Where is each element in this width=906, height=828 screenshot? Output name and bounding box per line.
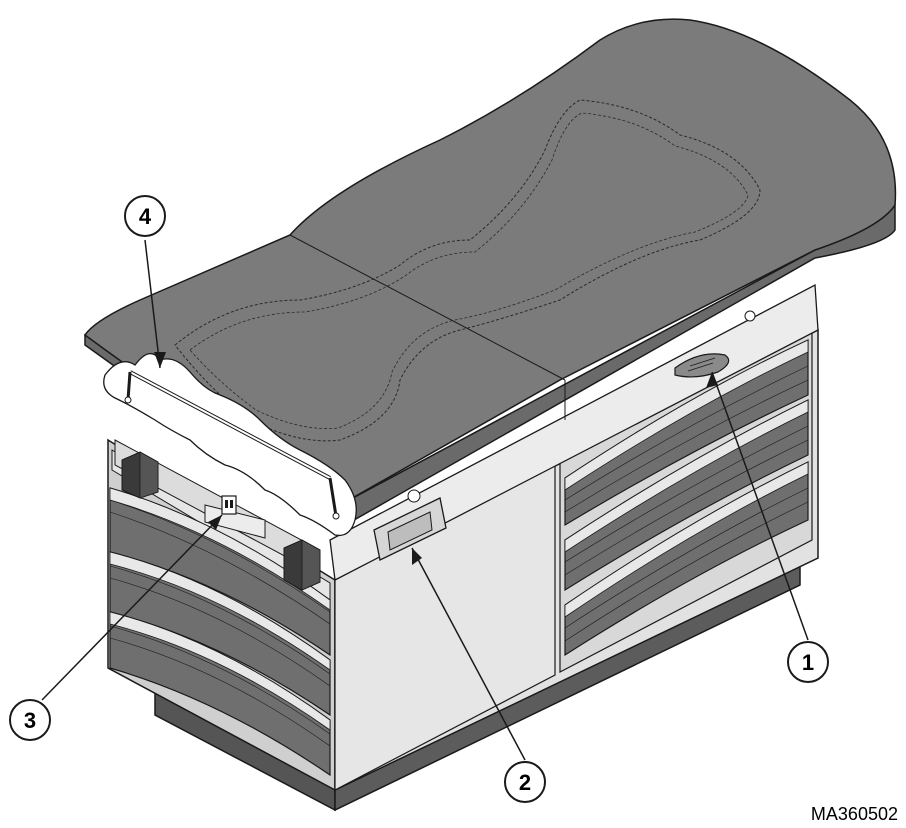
side-drawer-3 xyxy=(564,461,809,657)
side-drawer-2 xyxy=(564,399,809,592)
callout-2: 2 xyxy=(504,761,546,803)
callout-3: 3 xyxy=(9,699,51,741)
end-drawer-3 xyxy=(109,611,331,777)
control-box xyxy=(373,497,447,561)
leader-arrowheads xyxy=(154,352,718,565)
end-drawer-2 xyxy=(109,551,331,717)
power-outlet xyxy=(221,495,237,515)
leader-line-4 xyxy=(144,239,161,369)
leader-line-3 xyxy=(41,514,223,701)
figure-code: MA360502 xyxy=(811,804,898,824)
callout-3-label: 3 xyxy=(24,708,36,733)
cutaway-view xyxy=(103,353,357,537)
callout-1: 1 xyxy=(787,641,829,683)
hinge-right xyxy=(283,539,321,591)
leader-lines xyxy=(41,239,809,761)
callout-1-label: 1 xyxy=(802,650,814,675)
hinge-left xyxy=(121,451,159,499)
callout-4: 4 xyxy=(124,195,166,237)
side-drawer-1 xyxy=(564,339,809,527)
release-handle xyxy=(674,353,730,378)
callout-4-label: 4 xyxy=(139,204,152,229)
side-cabinet xyxy=(334,328,819,792)
callout-2-label: 2 xyxy=(519,770,531,795)
leader-line-1 xyxy=(711,371,809,641)
leader-line-2 xyxy=(411,547,526,761)
